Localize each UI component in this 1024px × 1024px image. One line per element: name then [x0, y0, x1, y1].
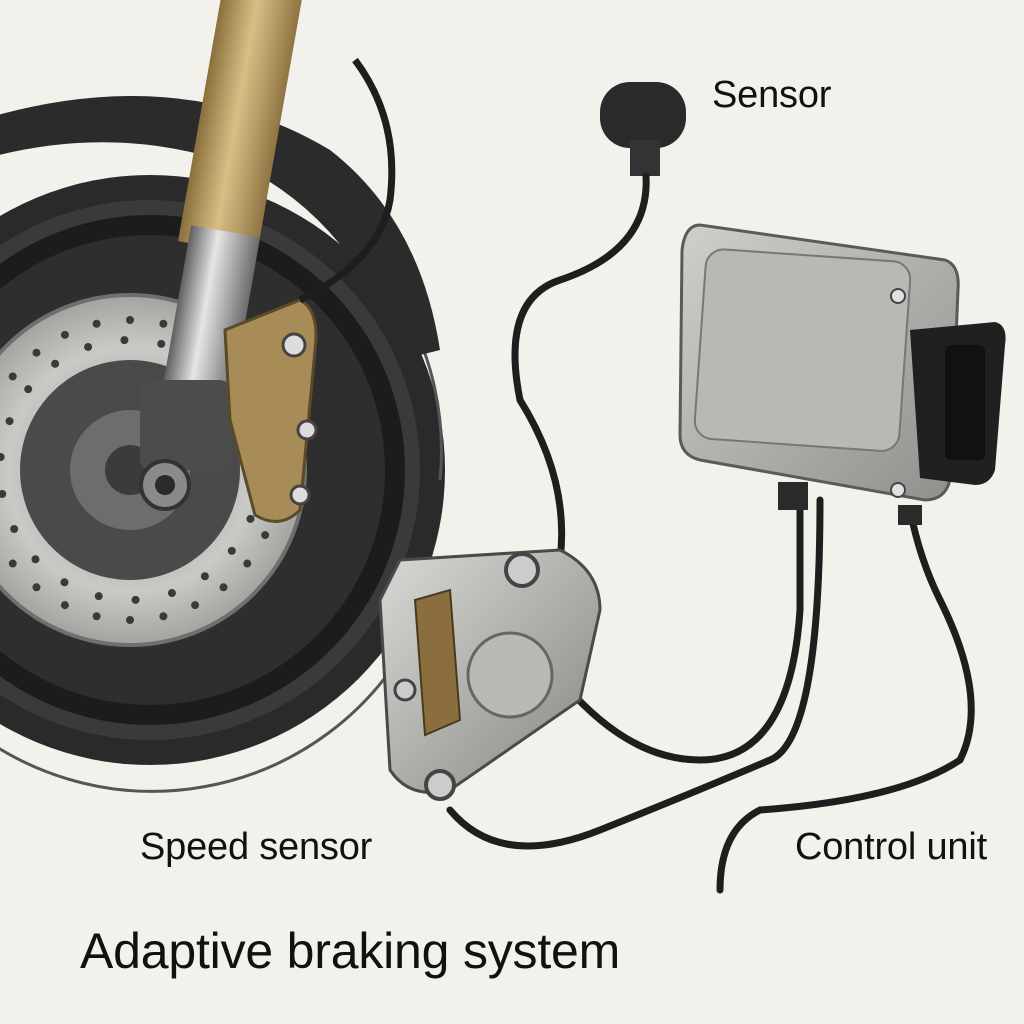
disc-hole [60, 330, 69, 339]
disc-hole [5, 417, 14, 426]
diagram-title: Adaptive braking system [80, 923, 621, 979]
disc-hole [94, 592, 103, 601]
disc-hole [31, 555, 40, 564]
disc-hole [167, 589, 176, 598]
disc-hole [32, 583, 41, 592]
sensor-cables [446, 172, 975, 894]
disc-hole [126, 316, 134, 324]
disc-hole [131, 595, 140, 604]
disc-hole [157, 339, 166, 348]
disc-hole [0, 489, 7, 498]
front-fender [0, 96, 440, 360]
disc-hole [24, 385, 33, 394]
disc-hole [0, 453, 5, 462]
brake-caliper-icon [378, 548, 602, 801]
disc-hole [219, 583, 228, 592]
disc-hole [60, 601, 69, 610]
brake-line [298, 57, 396, 304]
disc-hole [191, 601, 200, 610]
disc-hole [84, 342, 93, 351]
disc-hole [32, 348, 41, 357]
disc-hole [51, 359, 60, 368]
disc-hole [200, 572, 209, 581]
speed-sensor-label: Speed sensor [140, 826, 373, 868]
disc-hole [159, 612, 168, 621]
mounted-caliper [223, 298, 318, 523]
disc-hole [120, 336, 129, 345]
disc-hole [60, 578, 69, 587]
disc-hole [246, 514, 255, 523]
sensor-label: Sensor [712, 74, 832, 116]
disc-hole [92, 319, 101, 328]
disc-hole [92, 612, 101, 621]
wheel-sensor-icon [600, 82, 686, 176]
control-unit-icon [678, 223, 1006, 525]
disc-hole [8, 372, 17, 381]
disc-hole [243, 559, 252, 568]
control-unit-label: Control unit [795, 826, 987, 868]
front-fork [139, 0, 302, 511]
disc-hole [126, 616, 134, 624]
disc-hole [8, 559, 17, 568]
disc-hole [159, 319, 168, 328]
disc-hole [261, 531, 270, 540]
disc-hole [10, 525, 19, 534]
disc-hole [227, 546, 236, 555]
